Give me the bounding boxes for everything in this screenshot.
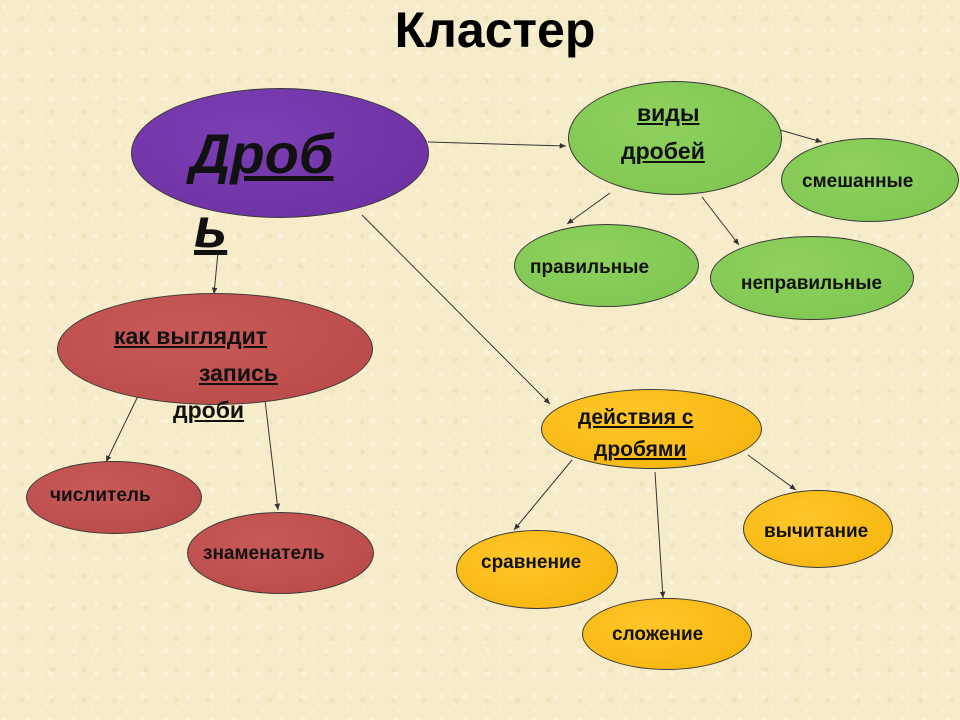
arrow-types-to-improper bbox=[701, 196, 740, 246]
arrow-operations-to-subtraction bbox=[747, 454, 797, 491]
node-fraction-types bbox=[568, 81, 782, 195]
node-denominator-label: знаменатель bbox=[203, 543, 325, 564]
node-proper-label: правильные bbox=[530, 257, 650, 278]
node-numerator-label: числитель bbox=[50, 485, 151, 506]
node-fraction-label-line1: Дроб bbox=[190, 122, 334, 185]
node-improper bbox=[710, 236, 914, 320]
node-notation-label-line2: запись bbox=[199, 360, 278, 386]
node-fraction-types-label-line2: дробей bbox=[621, 138, 705, 164]
node-fraction bbox=[131, 88, 429, 218]
node-fraction-label-line2: ь bbox=[194, 196, 228, 259]
node-operations-label-line2: дробями bbox=[594, 438, 687, 461]
node-addition-label: сложение bbox=[612, 624, 704, 645]
node-proper bbox=[514, 224, 699, 307]
diagram-title: Кластер bbox=[394, 2, 596, 58]
node-subtraction bbox=[743, 490, 893, 568]
node-numerator bbox=[26, 461, 202, 534]
node-comparison bbox=[456, 530, 618, 609]
node-notation bbox=[57, 293, 373, 405]
arrow-center-to-types bbox=[427, 141, 567, 149]
node-denominator bbox=[187, 512, 374, 594]
arrow-center-to-operations bbox=[361, 214, 551, 405]
arrow-notation-to-numerator bbox=[105, 395, 139, 463]
arrow-center-to-notation bbox=[211, 251, 219, 295]
node-addition bbox=[582, 598, 752, 670]
node-notation-label-line3: дроби bbox=[173, 397, 245, 423]
node-comparison-label: сравнение bbox=[481, 552, 582, 573]
arrow-notation-to-denominator bbox=[264, 399, 281, 511]
node-improper-label: неправильные bbox=[741, 273, 883, 294]
arrow-types-to-mixed bbox=[779, 129, 823, 143]
node-operations bbox=[541, 389, 762, 469]
arrow-operations-to-comparison bbox=[513, 459, 573, 531]
node-notation-label-line1: как выглядит bbox=[114, 323, 268, 349]
node-mixed-label: смешанные bbox=[802, 171, 914, 192]
node-subtraction-label: вычитание bbox=[764, 521, 869, 542]
node-fraction-types-label-line1: виды bbox=[637, 100, 700, 126]
node-mixed bbox=[781, 138, 959, 222]
arrow-operations-to-addition bbox=[654, 471, 666, 599]
node-operations-label-line1: действия с bbox=[578, 406, 694, 429]
arrow-types-to-proper bbox=[566, 192, 611, 225]
